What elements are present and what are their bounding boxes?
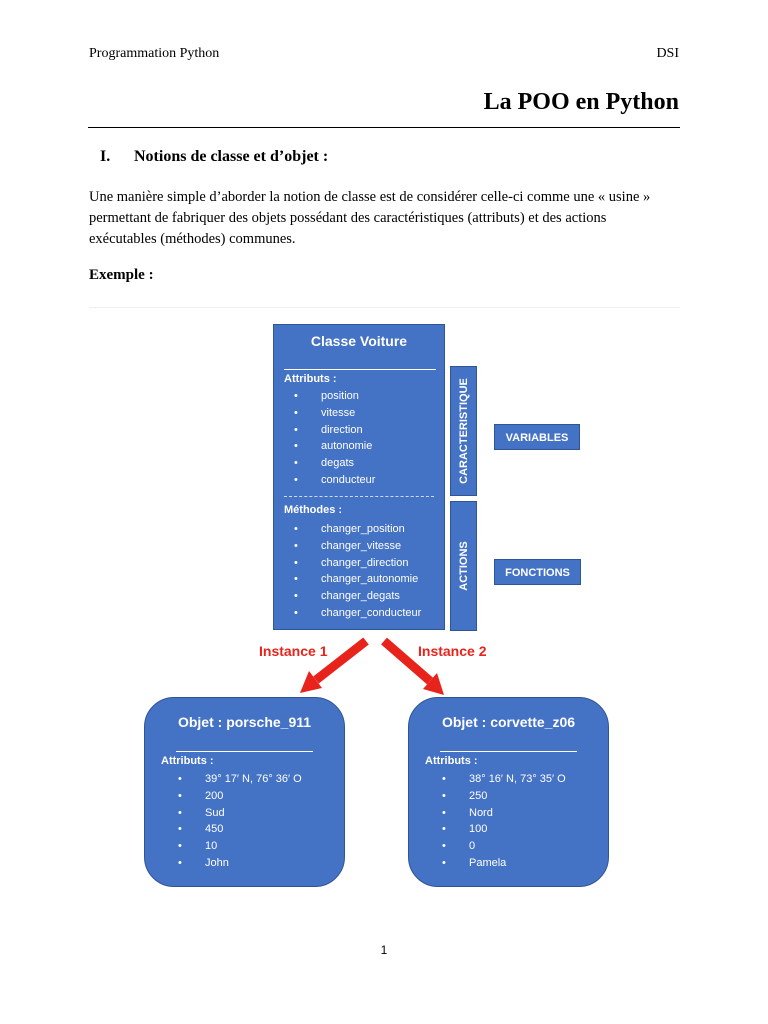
method-item: changer_position (294, 521, 421, 538)
paragraph-line: Une manière simple d’aborder la notion d… (89, 189, 651, 205)
paragraph-line: exécutables (méthodes) communes. (89, 231, 296, 247)
class-methods-list: changer_position changer_vitesse changer… (294, 521, 421, 622)
page-number: 1 (380, 943, 388, 957)
object-value: Nord (442, 805, 566, 822)
method-item: changer_autonomie (294, 571, 421, 588)
object-title: Objet : corvette_z06 (441, 714, 576, 730)
object-title-underline (440, 751, 577, 752)
instance-2-arrow-shaft (381, 637, 433, 685)
faint-divider (89, 307, 680, 308)
section-number: I. (100, 148, 111, 165)
object-box-corvette: Objet : corvette_z06 Attributs : 38° 16′… (408, 697, 609, 887)
attribute-item: vitesse (294, 405, 375, 422)
instance-1-arrow-head (300, 671, 322, 693)
actions-bar: ACTIONS (450, 501, 477, 631)
object-values-list: 38° 16′ N, 73° 35′ O 250 Nord 100 0 Pame… (442, 771, 566, 872)
instance-1-arrow (300, 637, 369, 693)
paragraph-line: permettant de fabriquer des objets possé… (89, 210, 607, 226)
object-attributes-label: Attributs : (425, 755, 478, 767)
object-value: 200 (178, 788, 302, 805)
object-value: Sud (178, 805, 302, 822)
methods-label: Méthodes : (284, 504, 343, 516)
object-value: John (178, 855, 302, 872)
fonctions-tag: FONCTIONS (494, 559, 581, 585)
class-title: Classe Voiture (310, 333, 408, 349)
running-header-right: DSI (656, 46, 679, 61)
method-item: changer_direction (294, 555, 421, 572)
variables-tag: VARIABLES (494, 424, 580, 450)
instance-2-label: Instance 2 (418, 643, 487, 659)
method-item: changer_vitesse (294, 538, 421, 555)
method-item: changer_conducteur (294, 605, 421, 622)
object-title: Objet : porsche_911 (177, 714, 312, 730)
attribute-item: autonomie (294, 438, 375, 455)
attribute-item: conducteur (294, 472, 375, 489)
attribute-item: degats (294, 455, 375, 472)
instance-1-label: Instance 1 (259, 643, 328, 659)
object-value: Pamela (442, 855, 566, 872)
instance-2-arrow (381, 637, 444, 695)
example-label: Exemple : (89, 267, 154, 283)
class-box: Classe Voiture Attributs : position vite… (273, 324, 445, 630)
instance-1-arrow-shaft (313, 637, 369, 684)
attribute-item: direction (294, 422, 375, 439)
instance-2-arrow-head (423, 673, 444, 695)
object-value: 0 (442, 838, 566, 855)
dashed-separator (284, 496, 434, 497)
object-attributes-label: Attributs : (161, 755, 214, 767)
object-value: 39° 17′ N, 76° 36′ O (178, 771, 302, 788)
object-value: 100 (442, 821, 566, 838)
section-title: Notions de classe et d’objet : (134, 148, 329, 165)
caracteristique-bar: CARACTERISTIQUE (450, 366, 477, 496)
section-heading: I. Notions de classe et d’objet : (100, 148, 328, 166)
class-title-underline (284, 369, 436, 370)
title-rule (88, 127, 680, 128)
attribute-item: position (294, 388, 375, 405)
object-value: 38° 16′ N, 73° 35′ O (442, 771, 566, 788)
method-item: changer_degats (294, 588, 421, 605)
object-value: 450 (178, 821, 302, 838)
object-box-porsche: Objet : porsche_911 Attributs : 39° 17′ … (144, 697, 345, 887)
running-header-left: Programmation Python (89, 46, 220, 61)
object-values-list: 39° 17′ N, 76° 36′ O 200 Sud 450 10 John (178, 771, 302, 872)
intro-paragraph: Une manière simple d’aborder la notion d… (89, 187, 681, 250)
object-value: 250 (442, 788, 566, 805)
page-title: La POO en Python (483, 89, 679, 115)
attributes-label: Attributs : (284, 373, 337, 385)
class-attributes-list: position vitesse direction autonomie deg… (294, 388, 375, 489)
object-title-underline (176, 751, 313, 752)
object-value: 10 (178, 838, 302, 855)
